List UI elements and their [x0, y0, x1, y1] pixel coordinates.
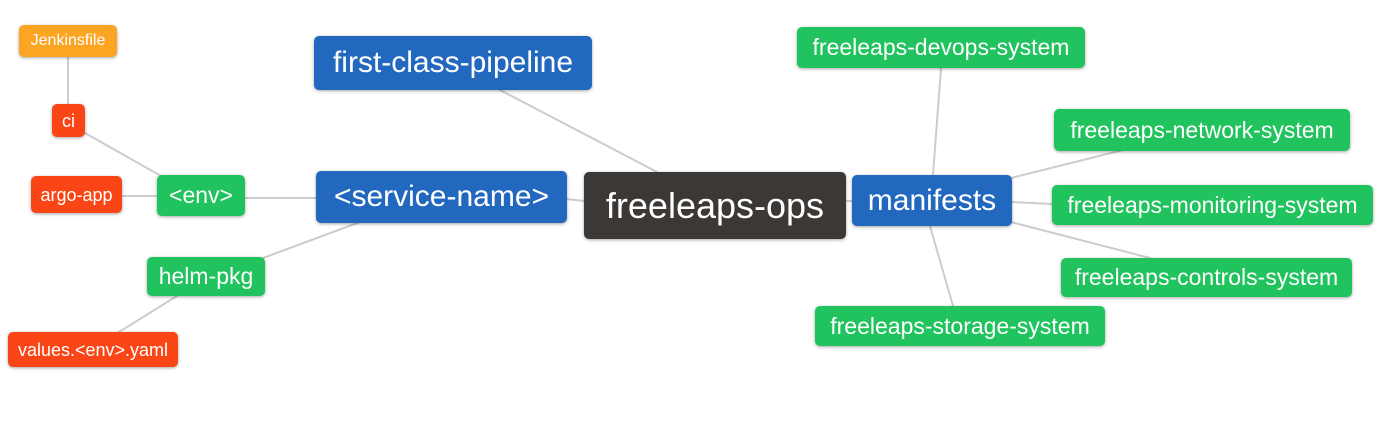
- node-jenkinsfile[interactable]: Jenkinsfile: [19, 25, 117, 57]
- edge-manifests-to-freeleaps-storage-system: [929, 225, 954, 307]
- edge-manifests-to-freeleaps-network-system: [1010, 149, 1124, 179]
- edge-helm-pkg-to-service-name: [262, 221, 361, 259]
- node-values-env-yaml[interactable]: values.<env>.yaml: [8, 332, 178, 367]
- node-service-name[interactable]: <service-name>: [316, 171, 567, 223]
- edge-manifests-to-freeleaps-monitoring-system: [1010, 201, 1053, 205]
- node-freeleaps-devops-system[interactable]: freeleaps-devops-system: [797, 27, 1085, 68]
- edge-manifests-to-freeleaps-controls-system: [1010, 221, 1151, 259]
- edge-ci-to-env: [84, 132, 162, 177]
- edge-values-env-yaml-to-helm-pkg: [118, 295, 178, 333]
- node-ci[interactable]: ci: [52, 104, 85, 137]
- node-argo-app[interactable]: argo-app: [31, 176, 122, 213]
- node-freeleaps-monitoring-system[interactable]: freeleaps-monitoring-system: [1052, 185, 1373, 225]
- node-freeleaps-ops[interactable]: freeleaps-ops: [584, 172, 846, 239]
- edge-service-name-to-freeleaps-ops: [565, 198, 586, 202]
- edge-first-class-pipeline-to-freeleaps-ops: [499, 89, 658, 173]
- node-first-class-pipeline[interactable]: first-class-pipeline: [314, 36, 592, 90]
- edge-manifests-to-freeleaps-devops-system: [932, 67, 942, 176]
- node-freeleaps-network-system[interactable]: freeleaps-network-system: [1054, 109, 1350, 151]
- node-freeleaps-controls-system[interactable]: freeleaps-controls-system: [1061, 258, 1352, 297]
- node-helm-pkg[interactable]: helm-pkg: [147, 257, 265, 296]
- node-env[interactable]: <env>: [157, 175, 245, 216]
- node-manifests[interactable]: manifests: [852, 175, 1012, 226]
- node-freeleaps-storage-system[interactable]: freeleaps-storage-system: [815, 306, 1105, 346]
